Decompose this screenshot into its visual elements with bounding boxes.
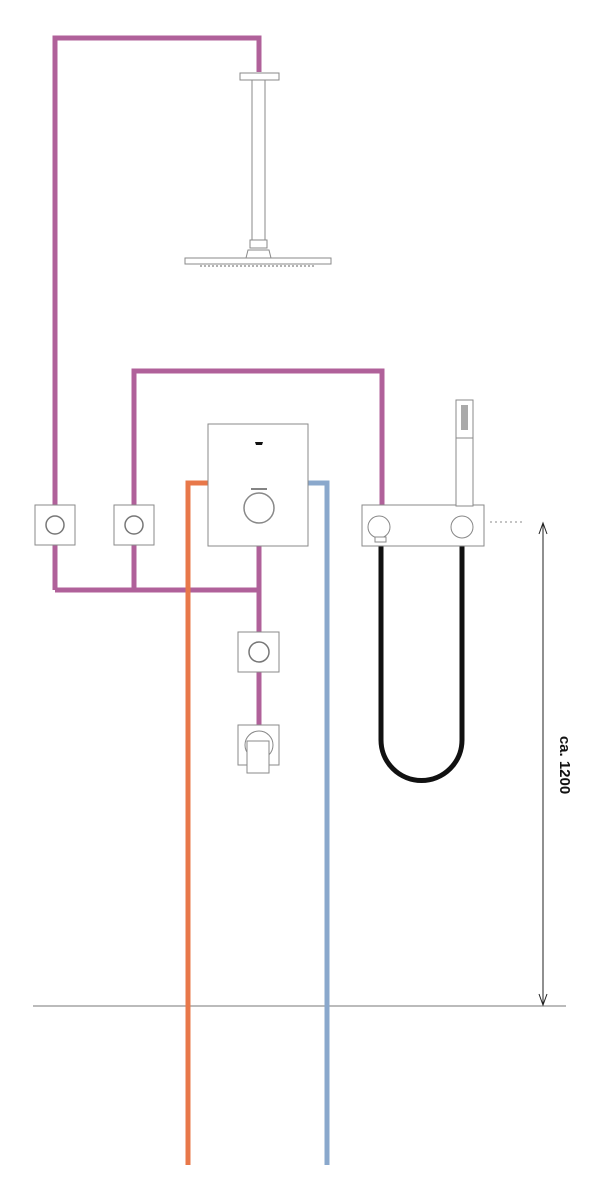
stop-valve-icon bbox=[34, 504, 76, 546]
stop-valve-icon bbox=[113, 504, 155, 546]
hand-shower-icon bbox=[361, 399, 485, 783]
mixed-water-pipes bbox=[52, 35, 385, 726]
hose bbox=[378, 535, 465, 783]
overhead-shower-icon bbox=[184, 72, 332, 267]
bath-spout-icon bbox=[237, 724, 280, 774]
stop-valve-icon bbox=[237, 631, 280, 673]
thermostat-icon bbox=[207, 423, 309, 547]
cold-water-pipe bbox=[307, 480, 330, 1165]
dimension-label: ca. 1200 bbox=[556, 736, 573, 794]
hot-water-pipe bbox=[185, 480, 209, 1165]
height-dimension: ca. 1200 bbox=[490, 521, 573, 1007]
